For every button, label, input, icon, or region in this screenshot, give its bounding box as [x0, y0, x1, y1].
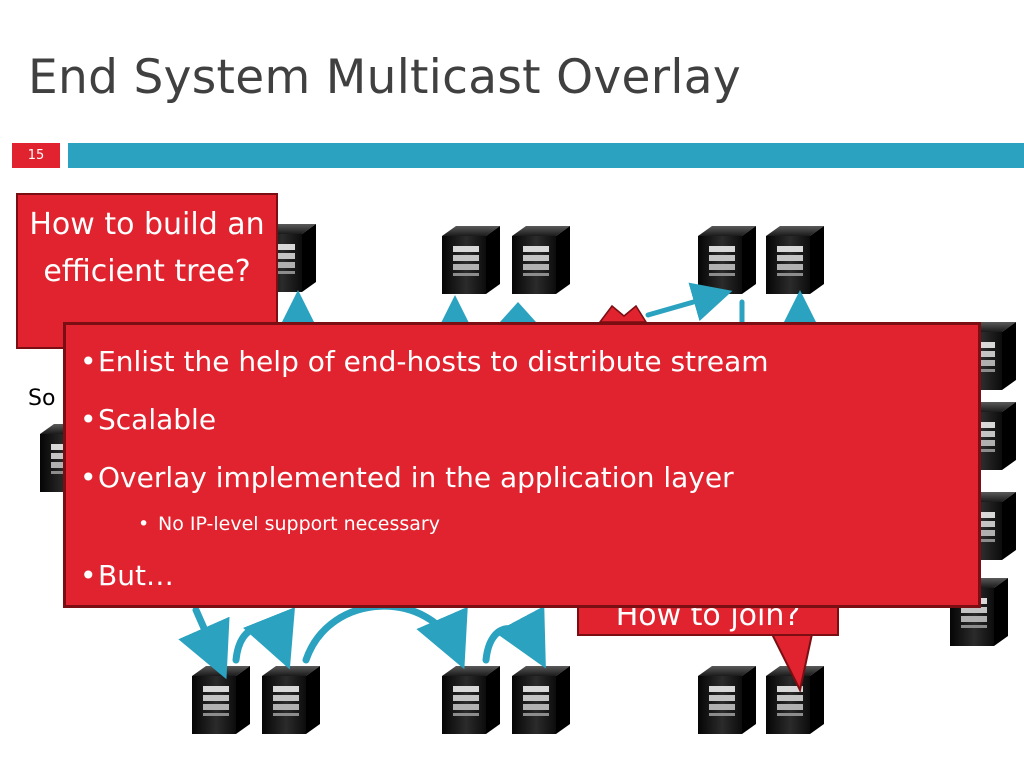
host-icon — [512, 666, 570, 734]
arrow-icon — [482, 605, 546, 669]
source-label: So — [28, 386, 56, 411]
host-icon — [192, 666, 250, 734]
main-bullet-box: Enlist the help of end-hosts to distribu… — [63, 322, 981, 608]
host-icon — [262, 666, 320, 734]
bullet-item: But… — [80, 559, 174, 592]
host-icon — [442, 226, 500, 294]
bullet-item: Overlay implemented in the application l… — [80, 461, 734, 494]
host-icon — [698, 226, 756, 294]
burst-icon — [598, 304, 648, 323]
arrow-icon — [178, 606, 230, 680]
arrow-icon — [302, 602, 468, 670]
sub-bullet-item: No IP-level support necessary — [138, 513, 440, 535]
host-icon — [442, 666, 500, 734]
arrow-icon — [645, 282, 733, 322]
arrow-icon — [500, 302, 536, 322]
slide-title: End System Multicast Overlay — [28, 50, 741, 105]
arrow-icon — [232, 607, 295, 670]
host-icon — [766, 226, 824, 294]
host-icon — [512, 226, 570, 294]
bullet-item: Scalable — [80, 403, 216, 436]
bullet-item: Enlist the help of end-hosts to distribu… — [80, 345, 769, 378]
title-accent-bar — [68, 143, 1024, 168]
host-icon — [698, 666, 756, 734]
slide-number: 15 — [12, 143, 60, 168]
